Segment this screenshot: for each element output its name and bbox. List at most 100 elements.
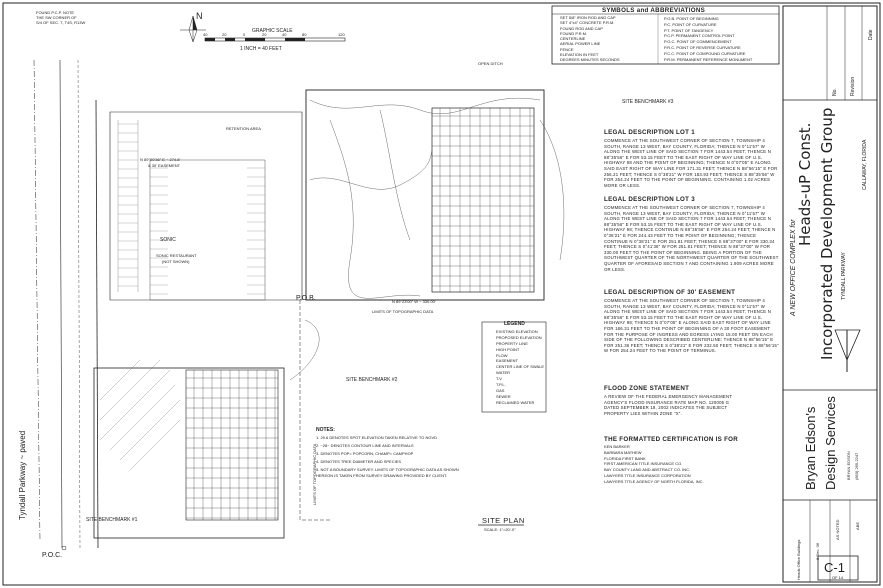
note-item: 1. 29.6 DENOTES SPOT ELEVATION TAKEN REL… [316,435,437,440]
site-plan-scale: SCALE: 1"=20'-0" [484,527,516,532]
tb-location: TYNDALL PARKWAY [841,252,847,300]
site-benchmark-1: SITE BENCHMARK #1 [86,517,138,523]
legend-item: PROPERTY LINE [496,340,528,346]
tb-drawing-title: Heads Office Buildings [796,539,801,580]
tb-date-label: Date [868,29,874,40]
tb-firm-sub: BRYAN EDSON [846,451,851,480]
notes-title: NOTES: [316,427,335,433]
cert-item: BARBARA MATHEW [604,449,642,455]
limits-topo-label: LIMITS OF TOPOGRAPHIC DATA [372,309,434,314]
scale-tick: 120 [338,32,345,37]
symbol-item: CENTERLINE [560,36,586,42]
cert-item: FLORIDA FIRST BANK [604,455,646,461]
cert-item: KEN BARKER [604,444,630,449]
legend-item: HIGH POINT [496,346,520,352]
tb-city: CALLAWAY, FLORIDA [862,139,868,190]
notes-list: 1. 29.6 DENOTES SPOT ELEVATION TAKEN REL… [316,436,459,478]
symbol-item: FOUND P.R.M. [560,30,588,36]
site-benchmark-3: SITE BENCHMARK #3 [622,99,674,105]
tb-firm-phone: (850) 265-2247 [854,452,859,480]
legend-item: GAS [496,387,505,393]
symbol-item: FOUND ROD AND CAP [560,25,603,31]
symbol-item: DEGREES MINUTES SECONDS [560,57,620,63]
cert-list: KEN BARKER BARBARA MATHEW FLORIDA FIRST … [604,445,704,486]
road-label: Tyndall Parkway ~ paved [18,430,27,520]
legend-item: EASEMENT [496,358,519,364]
cert-item: FIRST AMERICAN TITLE INSURANCE CO. [604,461,683,467]
symbol-item: SET 5/8" IRON ROD AND CAP [560,15,616,20]
cert-item: LAWYERS TITLE AGENCY OF NORTH FLORIDA, I… [604,478,704,484]
tb-drawn: ABE [855,521,860,530]
legend-item: SEWER [496,393,511,399]
symbol-item: SET 4"x4" CONCRETE P.R.M. [560,20,615,26]
scale-note: 1 INCH = 40 FEET [240,46,282,52]
site-benchmark-2: SITE BENCHMARK #2 [346,377,398,383]
easement-bearing: N 89°00'36" E ~ 274.8’ [140,157,181,162]
easement-label: & 30' EASEMENT [148,163,181,168]
note-item: HEREON IS TAKEN FROM SURVEY DRAWING PROV… [316,472,448,478]
legend-item: PROPOSED ELEVATION [496,334,542,340]
tb-project-name-2: Incorporated Development Group [818,107,836,360]
tb-project-name: Heads-uP Const. [796,122,814,246]
tb-firm-name-2: Design Services [823,396,838,490]
scale-tick: 40 [203,32,208,37]
note-item: 2. ~28~ DENOTES CONTOUR LINE AND INTERVA… [316,443,414,448]
scale-tick: 0 [243,32,246,37]
cert-title: THE FORMATTED CERTIFICATION IS FOR [604,436,739,443]
symbol-item: FENCE [560,46,574,52]
sonic-label: SONIC [160,237,176,243]
legend-item: CENTER LINE OF SWALE [496,364,545,370]
found-note: THE SW CORNER OF [36,15,77,20]
note-item: 3. DENOTES POP= POPCORN, CHAMP= CAMPHOP [316,451,414,456]
north-label: N [196,11,203,21]
flood-title: FLOOD ZONE STATEMENT [604,385,690,392]
tb-no-label: No. [832,88,838,96]
lot3-text: COMMENCE AT THE SOUTHWEST CORNER OF SECT… [604,205,779,272]
easement-text: COMMENCE AT THE SOUTHWEST CORNER OF SECT… [604,298,779,354]
abbrev-item: P.T. POINT OF TANGENCY [664,27,714,33]
not-shown-label: (NOT SHOWN) [162,259,190,264]
tb-sheet-of: OF 14 [832,575,844,580]
retention-label: RETENTION AREA [226,126,261,131]
cert-item: BAY COUNTY LAND AND ABSTRACT CO. INC. [604,467,691,473]
scale-tick: 20 [222,32,227,37]
scale-tick: 20 [262,32,267,37]
tb-revision-label: Revision [850,76,856,96]
poc-label: P.O.C. [42,552,63,559]
symbols-left-list: SET 5/8" IRON ROD AND CAP SET 4"x4" CONC… [560,16,620,64]
lot3-title: LEGAL DESCRIPTION LOT 3 [604,196,696,203]
legend-item: T.P.L. [496,382,506,388]
abbrev-item: P.R.M. PERMANENT REFERENCE MONUMENT [664,56,753,62]
flood-text: A REVIEW OF THE FEDERAL EMERGENCY MANAGE… [604,394,733,416]
found-note: FOUND P.C.P. NOTE [36,10,75,15]
abbrev-item: P.O.C. POINT OF COMMENCEMENT [664,39,732,45]
symbols-right-list: P.O.B. POINT OF BEGINNING P.C. POINT OF … [664,17,752,63]
cert-item: LAWYERS TITLE INSURANCE CORPORATION [604,472,691,478]
note-item: 4. DENOTES TREE DIAMETER AND SPECIES [316,459,402,464]
tb-sheet-number: C-1 [824,560,845,575]
abbrev-item: P.C.P. PERMANENT CONTROL POINT [664,33,735,39]
bottom-bearing: N 89°23'00" W ~ 330.00' [392,299,436,304]
legend-item: WATER [496,370,510,376]
site-plan-title: SITE PLAN [482,516,525,525]
legend-item: FLOW [496,352,508,358]
symbol-item: AERIAL POWER LINE [560,41,601,47]
legend-list: EXISTING ELEVATION PROPOSED ELEVATION PR… [496,330,544,407]
tb-scale: AS NOTED [835,519,840,540]
easement-title: LEGAL DESCRIPTION OF 30' EASEMENT [604,289,736,296]
legend-item: EXISTING ELEVATION [496,329,538,334]
legend-item: RECLAIMED WATER [496,399,535,405]
tb-firm-name: Bryan Edson's [803,406,818,490]
symbol-item: ELEVATION IN FEET [560,52,599,58]
open-ditch-label: OPEN DITCH [478,61,503,66]
lot1-title: LEGAL DESCRIPTION LOT 1 [604,129,696,136]
scale-tick: 40 [282,32,287,37]
scale-tick: 80 [302,32,307,37]
note-item: 5. NOT A BOUNDARY SURVEY. LIMITS OF TOPO… [316,467,459,472]
legend-title: LEGEND [504,321,525,327]
pob-label: P.O.B. [296,295,316,302]
legend-item: T.V. [496,376,503,382]
tb-sheet-date: 6 Dec. 06 [815,542,820,560]
